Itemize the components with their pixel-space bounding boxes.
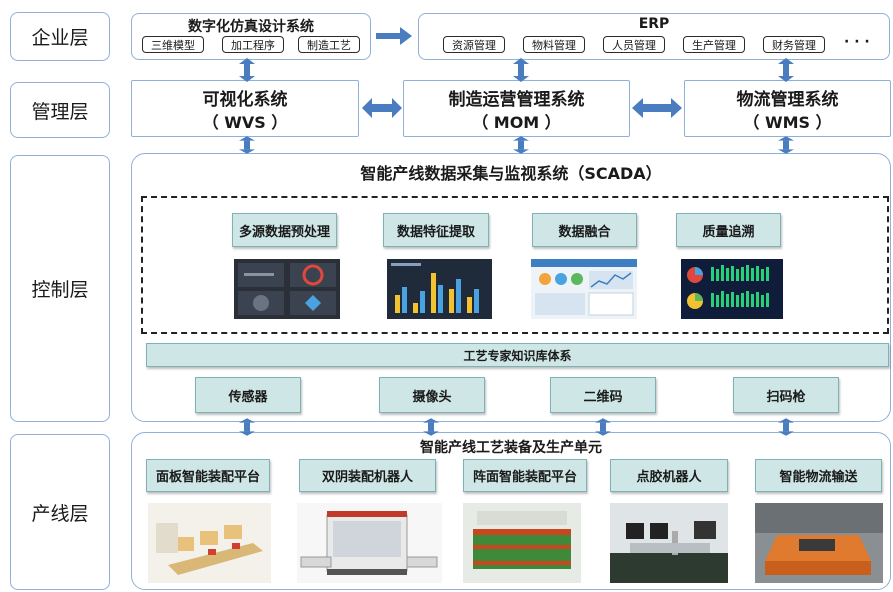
device-camera: 摄像头 <box>379 377 485 413</box>
arrow-scanner-line <box>778 418 794 436</box>
arrow-mom-scada <box>513 136 529 154</box>
erp-more: · · · <box>844 34 870 50</box>
layer-management: 管理层 <box>10 82 110 138</box>
wms-box: 物流管理系统 （ WMS ） <box>684 80 891 137</box>
function-data-fusion: 数据融合 <box>532 213 637 247</box>
device-sensor: 传感器 <box>195 377 301 413</box>
arrow-mom-wms <box>632 98 682 118</box>
erp-title: ERP <box>638 16 670 32</box>
arrow-design-wvs <box>239 58 255 82</box>
erp-item-1: 物料管理 <box>523 36 585 53</box>
arrow-sensor-line <box>239 418 255 436</box>
knowledge-base-bar: 工艺专家知识库体系 <box>146 343 889 367</box>
mom-name: 制造运营管理系统 <box>448 90 585 110</box>
scada-title: 智能产线数据采集与监视系统（SCADA） <box>360 164 662 183</box>
arrow-wvs-scada <box>239 136 255 154</box>
layer-management-label: 管理层 <box>31 100 89 123</box>
feature-chart-image <box>387 259 492 319</box>
design-system-box: 数字化仿真设计系统 三维模型 加工程序 制造工艺 <box>131 13 371 60</box>
unit-array-platform: 阵面智能装配平台 <box>463 459 587 492</box>
arrow-wvs-mom <box>362 98 402 118</box>
fusion-dashboard-image <box>531 259 637 319</box>
logistics-image <box>755 503 883 583</box>
device-scanner: 扫码枪 <box>733 377 839 413</box>
wms-name: 物流管理系统 <box>736 90 839 110</box>
arrow-erp-wms <box>778 58 794 82</box>
design-system-title: 数字化仿真设计系统 <box>188 19 314 35</box>
panel-platform-image <box>148 503 271 583</box>
erp-item-3: 生产管理 <box>683 36 745 53</box>
dispensing-robot-image <box>610 503 728 583</box>
wvs-box: 可视化系统 （ WVS ） <box>131 80 359 137</box>
unit-dispensing-robot: 点胶机器人 <box>610 459 728 492</box>
erp-item-4: 财务管理 <box>763 36 825 53</box>
function-feature-extraction: 数据特征提取 <box>383 213 489 247</box>
wvs-abbr: （ WVS ） <box>202 113 288 132</box>
function-quality-trace: 质量追溯 <box>676 213 781 247</box>
scada-functions-area <box>141 196 889 334</box>
mom-box: 制造运营管理系统 （ MOM ） <box>403 80 630 137</box>
array-platform-image <box>463 503 581 583</box>
erp-item-0: 资源管理 <box>443 36 505 53</box>
unit-dual-robot: 双阴装配机器人 <box>299 459 436 492</box>
layer-enterprise-label: 企业层 <box>31 27 89 49</box>
arrow-camera-line <box>423 418 439 436</box>
production-title: 智能产线工艺装备及生产单元 <box>420 440 602 456</box>
design-item-0: 三维模型 <box>142 36 204 53</box>
layer-control: 控制层 <box>10 155 110 422</box>
dual-robot-image <box>297 503 442 583</box>
unit-panel-platform: 面板智能装配平台 <box>146 459 270 492</box>
wms-abbr: （ WMS ） <box>743 113 832 132</box>
layer-production-label: 产线层 <box>31 502 89 525</box>
design-item-2: 制造工艺 <box>298 36 360 53</box>
wvs-name: 可视化系统 <box>202 90 288 110</box>
mom-abbr: （ MOM ） <box>472 113 561 132</box>
preprocessing-dashboard-image <box>234 259 340 319</box>
arrow-wms-scada <box>778 136 794 154</box>
arrow-erp-mom <box>513 58 529 82</box>
layer-control-label: 控制层 <box>31 279 89 301</box>
erp-box: ERP 资源管理 物料管理 人员管理 生产管理 财务管理 · · · <box>418 13 890 60</box>
arrow-qrcode-line <box>595 418 611 436</box>
layer-enterprise: 企业层 <box>10 12 110 61</box>
device-qrcode: 二维码 <box>550 377 656 413</box>
quality-dashboard-image <box>681 259 783 319</box>
design-item-1: 加工程序 <box>222 36 284 53</box>
function-preprocessing: 多源数据预处理 <box>232 213 337 247</box>
layer-production: 产线层 <box>10 434 110 590</box>
erp-item-2: 人员管理 <box>603 36 665 53</box>
arrow-design-to-erp <box>376 27 412 45</box>
unit-logistics: 智能物流输送 <box>755 459 882 492</box>
